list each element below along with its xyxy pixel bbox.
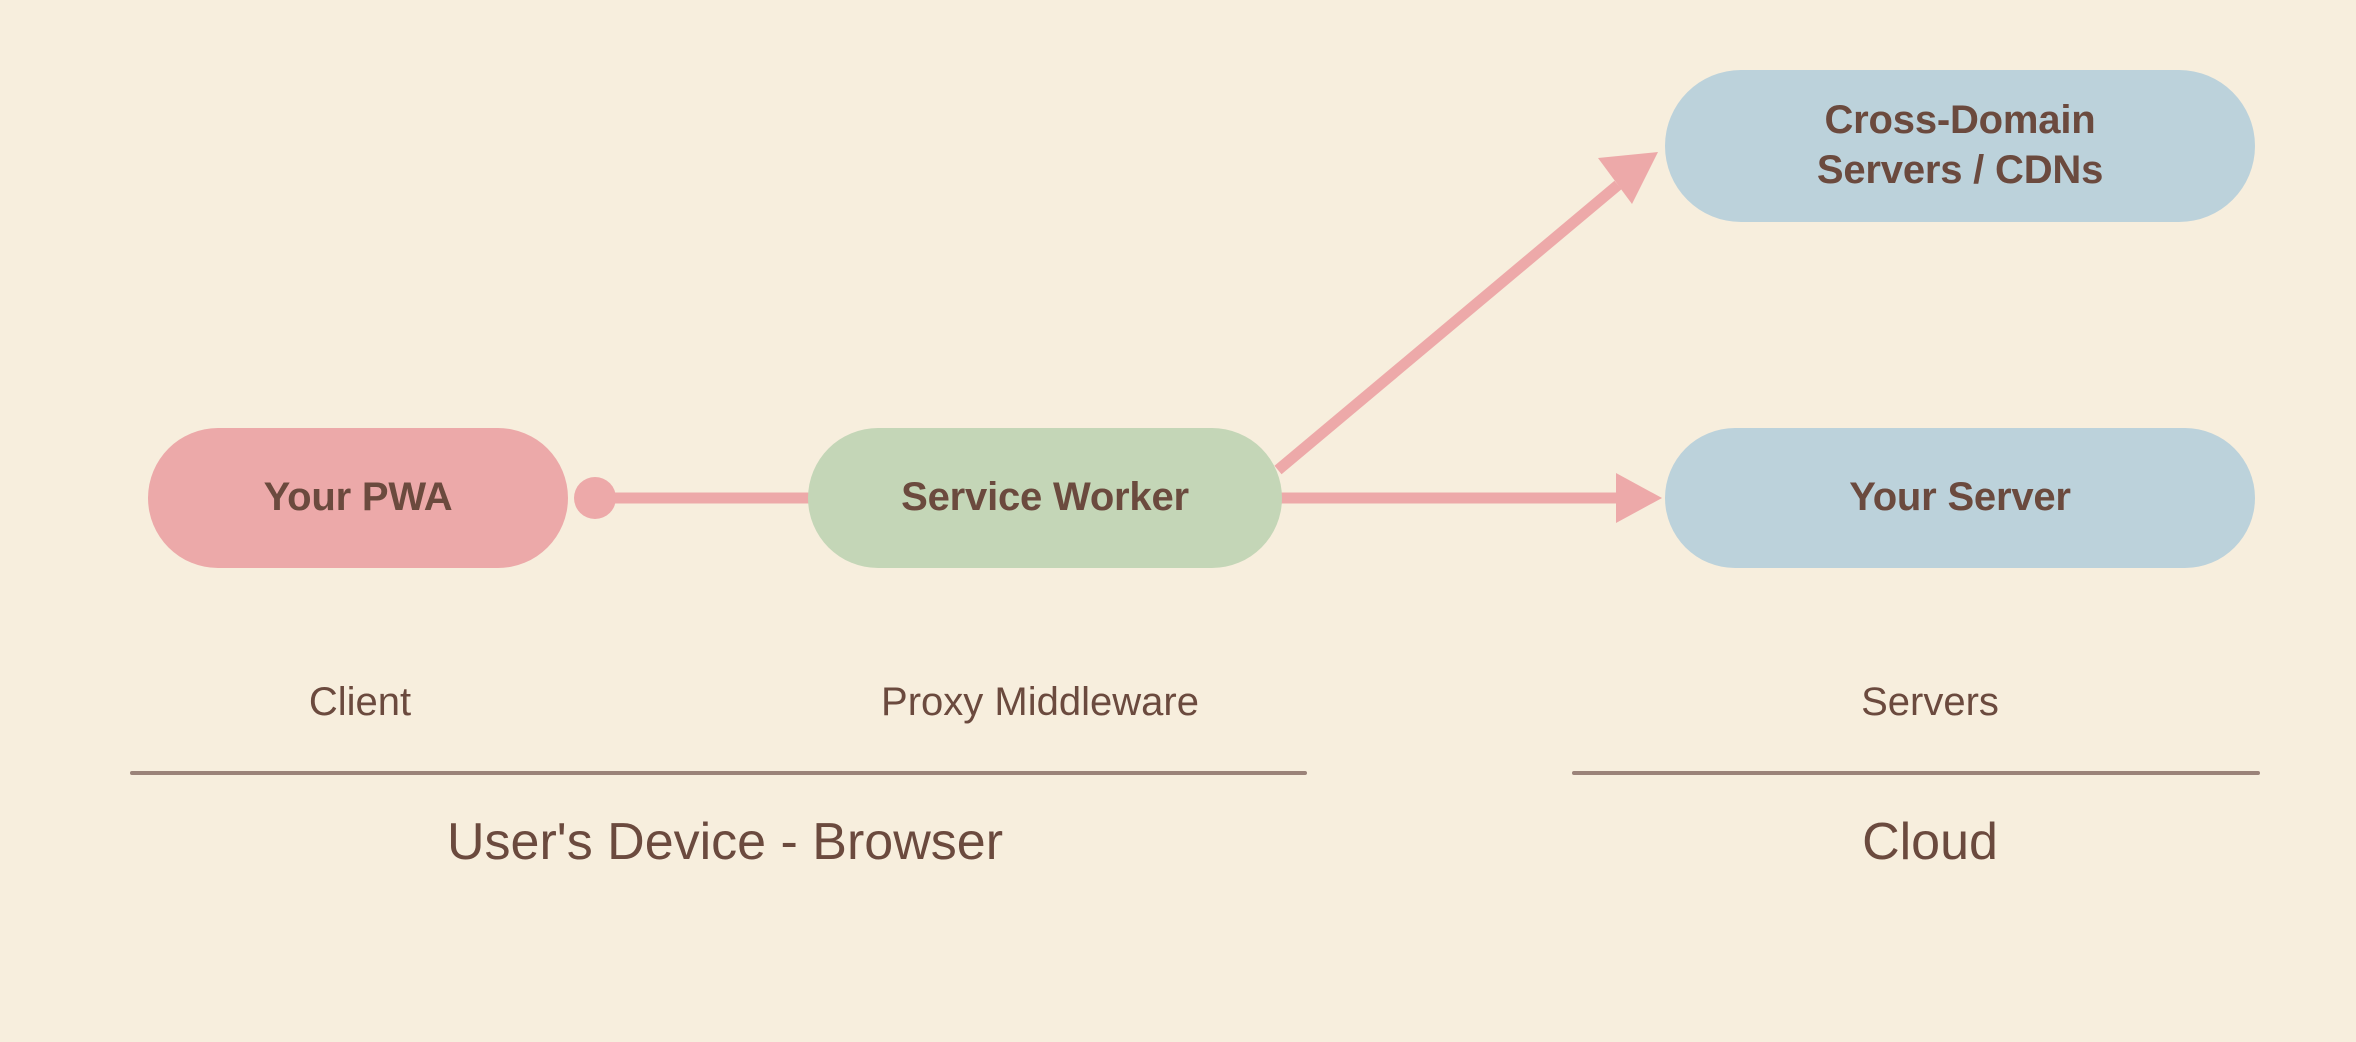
divider-cloud [1572,771,2260,775]
zone-label-client: Client [308,680,412,724]
node-your-pwa[interactable]: Your PWA [148,428,568,568]
node-your-server[interactable]: Your Server [1665,428,2255,568]
node-your-server-label: Your Server [1849,475,2071,520]
zone-label-servers: Servers [1861,680,1999,724]
node-cross-domain-servers-cdns[interactable]: Cross-Domain Servers / CDNs [1665,70,2255,222]
node-your-pwa-label: Your PWA [263,475,453,520]
zone-label-proxy-middleware: Proxy Middleware [881,680,1199,724]
node-service-worker-label: Service Worker [901,475,1189,520]
group-label-users-device-browser: User's Device - Browser [446,813,1004,871]
edge-service-worker-to-cdn [1274,152,1658,475]
edge-pwa-to-service-worker [574,477,812,519]
divider-browser [130,771,1307,775]
node-cross-domain-servers-cdns-label: Cross-Domain Servers / CDNs [1816,98,2104,192]
group-label-cloud: Cloud [1862,813,1998,871]
edge-service-worker-to-server [1278,473,1662,523]
node-service-worker[interactable]: Service Worker [808,428,1282,568]
